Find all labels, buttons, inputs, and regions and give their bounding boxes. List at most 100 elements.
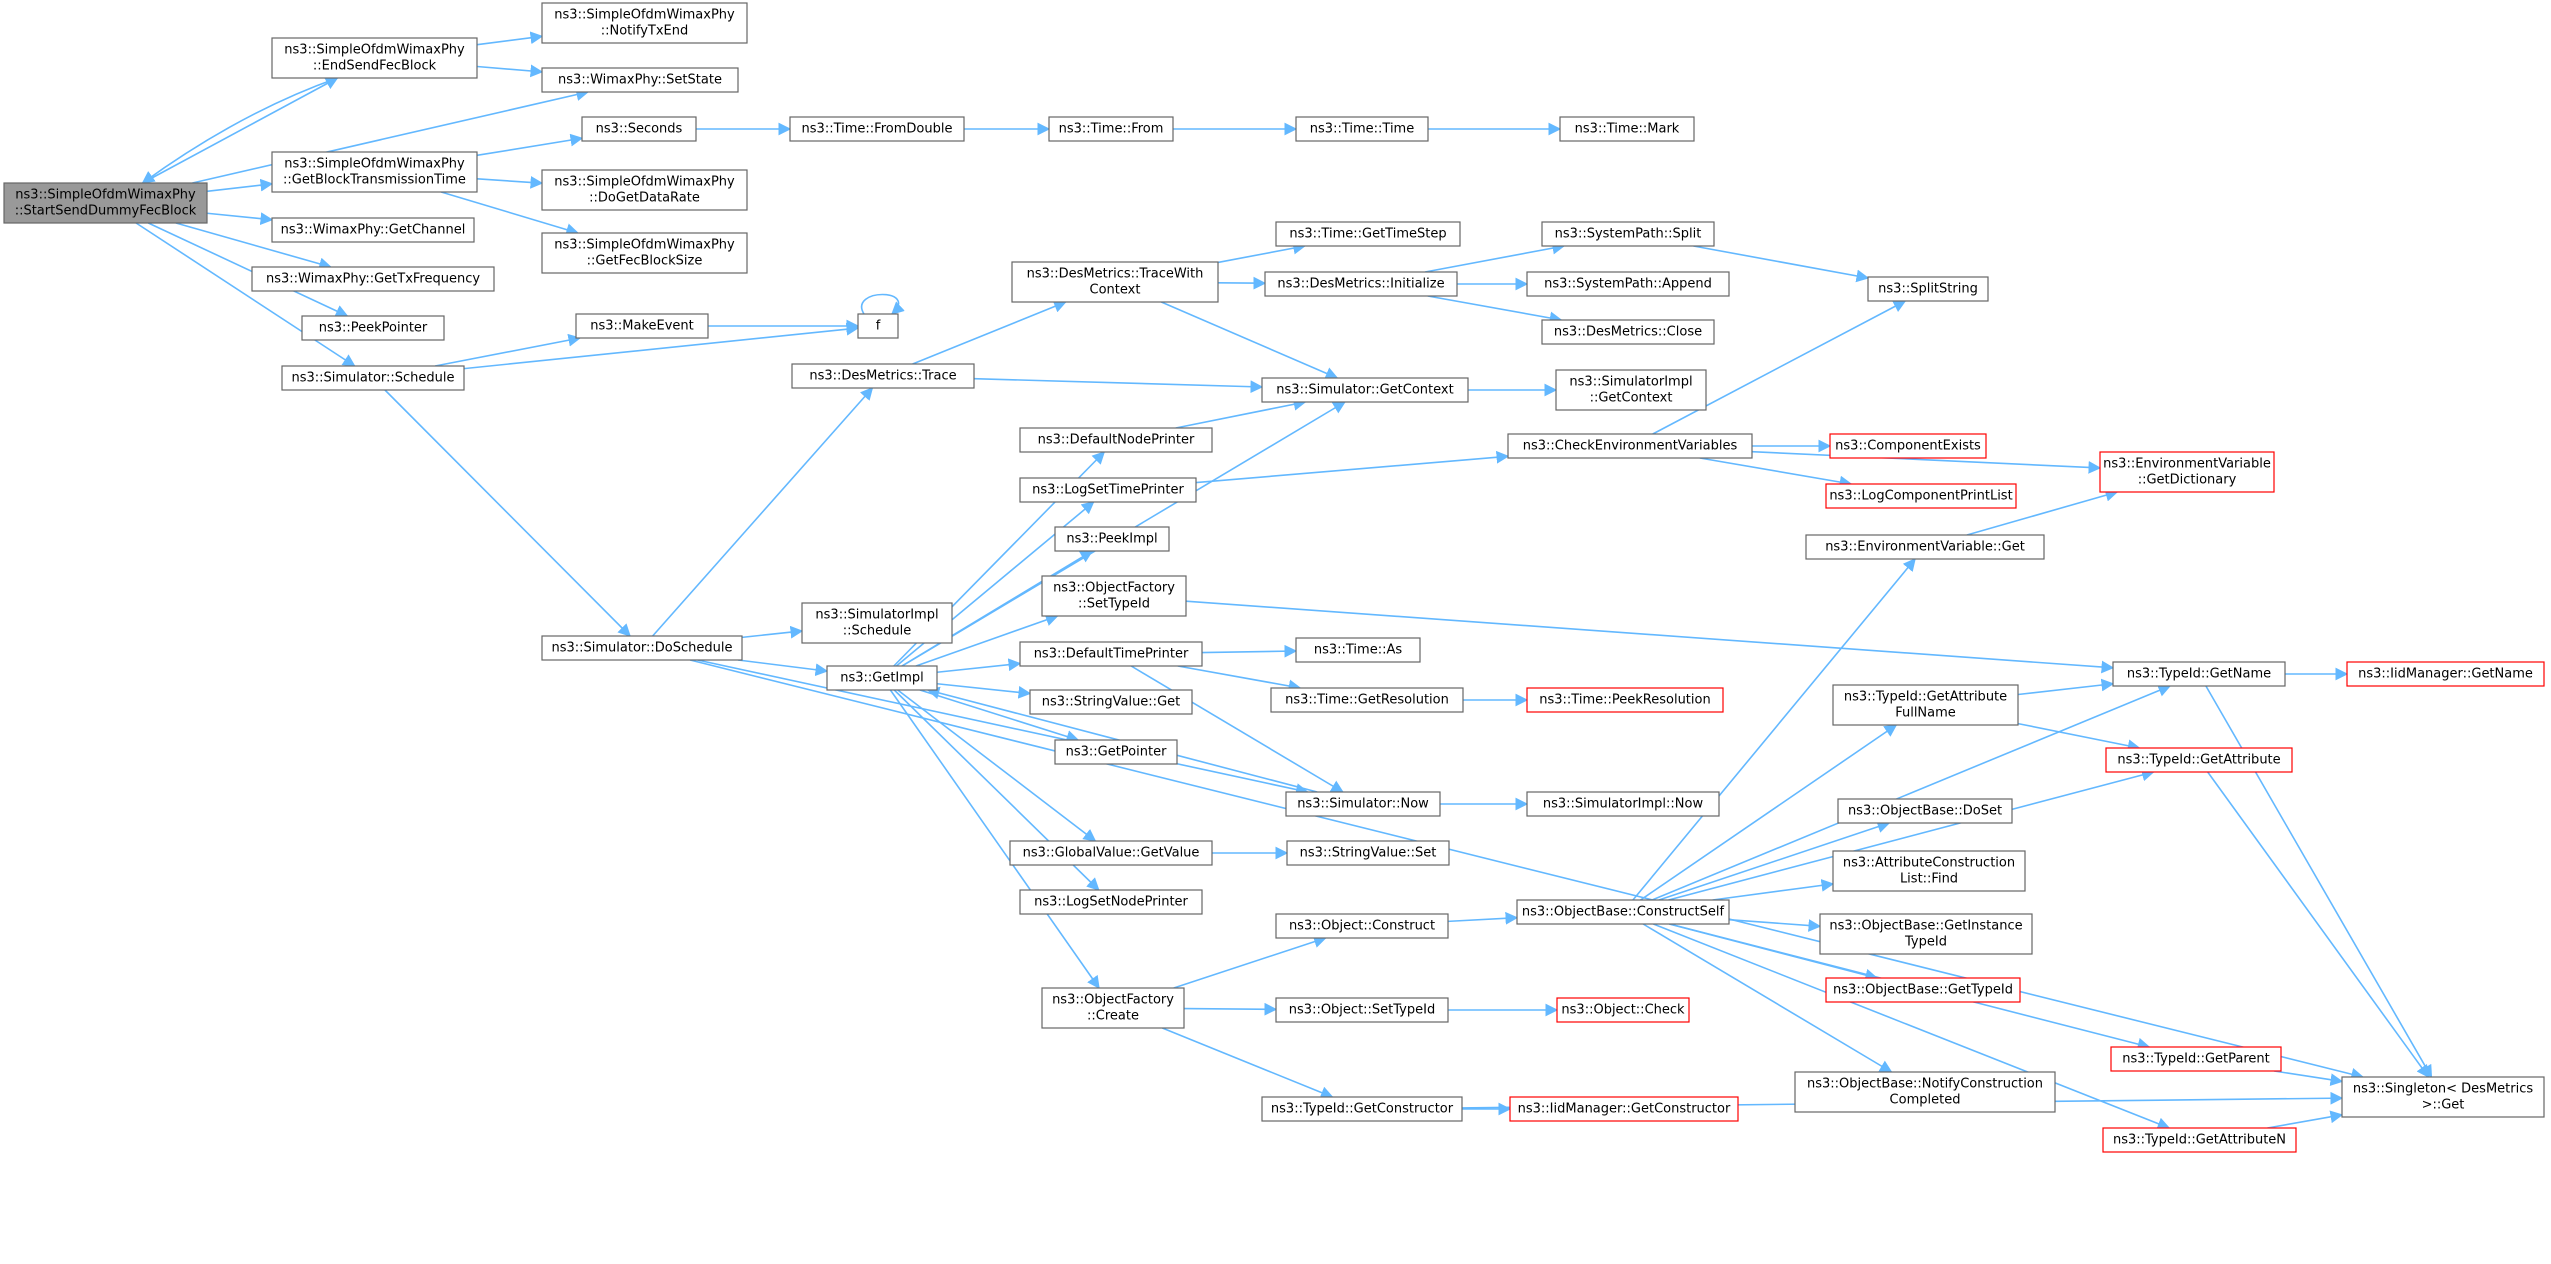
node-logCompPrint[interactable]: ns3::LogComponentPrintList	[1825, 483, 2017, 509]
node-peekPointer[interactable]: ns3::PeekPointer	[301, 315, 445, 341]
node-box	[1041, 987, 1185, 1029]
node-tidGetAttr[interactable]: ns3::TypeId::GetAttribute	[2105, 747, 2293, 773]
node-logSetNodePrinter[interactable]: ns3::LogSetNodePrinter	[1019, 889, 1203, 915]
edge-constructSelf-envGet	[1632, 558, 1916, 901]
node-makeEvent[interactable]: ns3::MakeEvent	[575, 313, 709, 339]
node-from[interactable]: ns3::Time::From	[1048, 116, 1174, 142]
node-initialize[interactable]: ns3::DesMetrics::Initialize	[1264, 271, 1458, 297]
node-getBlockTT[interactable]: ns3::SimpleOfdmWimaxPhy::GetBlockTransmi…	[271, 151, 478, 193]
node-implGetContext[interactable]: ns3::SimulatorImpl::GetContext	[1555, 369, 1707, 411]
node-ofCreate[interactable]: ns3::ObjectFactory::Create	[1041, 987, 1185, 1029]
node-setState[interactable]: ns3::WimaxPhy::SetState	[541, 67, 739, 93]
node-timeAs[interactable]: ns3::Time::As	[1295, 637, 1421, 663]
node-box	[1264, 271, 1458, 297]
node-doSchedule[interactable]: ns3::Simulator::DoSchedule	[541, 635, 743, 661]
node-mark[interactable]: ns3::Time::Mark	[1559, 116, 1695, 142]
node-obDoSet[interactable]: ns3::ObjectBase::DoSet	[1837, 798, 2013, 824]
node-getFecBlockSize[interactable]: ns3::SimpleOfdmWimaxPhy::GetFecBlockSize	[541, 232, 748, 274]
edge-endSend-root	[141, 77, 338, 184]
node-tidGetName[interactable]: ns3::TypeId::GetName	[2112, 661, 2286, 687]
node-svSet[interactable]: ns3::StringValue::Set	[1286, 840, 1450, 866]
edge-doSchedule-simNow	[697, 659, 1309, 796]
node-singletonGet[interactable]: ns3::Singleton< DesMetrics>::Get	[2341, 1076, 2545, 1118]
node-constructSelf[interactable]: ns3::ObjectBase::ConstructSelf	[1516, 899, 1730, 925]
edge-ofSetTypeId-tidGetName	[1185, 600, 2115, 674]
node-implSchedule[interactable]: ns3::SimulatorImpl::Schedule	[801, 602, 953, 644]
node-envGet[interactable]: ns3::EnvironmentVariable::Get	[1805, 534, 2045, 560]
node-timeTime[interactable]: ns3::Time::Time	[1295, 116, 1429, 142]
node-label: ns3::TypeId::GetAttribute	[2117, 753, 2280, 768]
node-getTxFreq[interactable]: ns3::WimaxPhy::GetTxFrequency	[251, 266, 495, 292]
node-iidGetCtor[interactable]: ns3::IidManager::GetConstructor	[1509, 1096, 1739, 1122]
edge-endSend-setState	[476, 64, 544, 78]
node-tidGetCtor[interactable]: ns3::TypeId::GetConstructor	[1261, 1096, 1463, 1122]
node-endSend[interactable]: ns3::SimpleOfdmWimaxPhy::EndSendFecBlock	[271, 37, 478, 79]
node-implNow[interactable]: ns3::SimulatorImpl::Now	[1526, 791, 1720, 817]
node-objSetTypeId[interactable]: ns3::Object::SetTypeId	[1275, 997, 1449, 1023]
node-iidGetName[interactable]: ns3::IidManager::GetName	[2346, 661, 2545, 687]
node-label: ns3::DefaultNodePrinter	[1038, 433, 1195, 448]
node-label: Context	[1090, 283, 1141, 298]
node-box	[1261, 377, 1469, 403]
node-schedule[interactable]: ns3::Simulator::Schedule	[281, 365, 465, 391]
node-label: ::SetTypeId	[1078, 597, 1150, 612]
edge-root-schedule	[135, 222, 356, 367]
node-label: ns3::EnvironmentVariable	[2103, 457, 2271, 472]
node-peekImpl[interactable]: ns3::PeekImpl	[1054, 526, 1170, 552]
node-logSetTimePrinter[interactable]: ns3::LogSetTimePrinter	[1019, 477, 1197, 503]
node-box	[1541, 221, 1715, 247]
node-root[interactable]: ns3::SimpleOfdmWimaxPhy::StartSendDummyF…	[3, 182, 208, 224]
node-gvGetValue[interactable]: ns3::GlobalValue::GetValue	[1009, 840, 1213, 866]
node-getChannel[interactable]: ns3::WimaxPhy::GetChannel	[271, 217, 475, 243]
edge-dmTrace-traceWithCtx	[912, 300, 1067, 365]
node-seconds[interactable]: ns3::Seconds	[581, 116, 697, 142]
node-label: ::NotifyTxEnd	[601, 24, 689, 39]
node-box	[1295, 116, 1429, 142]
node-f[interactable]: f	[857, 313, 899, 339]
edge-root-peekPointer	[147, 222, 349, 317]
node-tidGetAttrN[interactable]: ns3::TypeId::GetAttributeN	[2102, 1127, 2297, 1153]
node-objConstruct[interactable]: ns3::Object::Construct	[1275, 913, 1449, 939]
node-stringValueGet[interactable]: ns3::StringValue::Get	[1029, 689, 1193, 715]
node-objCheck[interactable]: ns3::Object::Check	[1556, 997, 1690, 1023]
node-label: ns3::TypeId::GetConstructor	[1271, 1102, 1454, 1117]
node-label: ns3::ObjectFactory	[1052, 993, 1174, 1008]
node-spSplit[interactable]: ns3::SystemPath::Split	[1541, 221, 1715, 247]
node-compExists[interactable]: ns3::ComponentExists	[1829, 433, 1987, 459]
node-ofSetTypeId[interactable]: ns3::ObjectFactory::SetTypeId	[1041, 575, 1187, 617]
edge-defTimePrinter-simNow	[1130, 665, 1344, 793]
node-peekResolution[interactable]: ns3::Time::PeekResolution	[1526, 687, 1724, 713]
node-label: List::Find	[1900, 872, 1958, 887]
node-notifyTx[interactable]: ns3::SimpleOfdmWimaxPhy::NotifyTxEnd	[541, 2, 748, 44]
node-box	[1516, 899, 1730, 925]
node-getImpl[interactable]: ns3::GetImpl	[826, 665, 938, 691]
node-obNotify[interactable]: ns3::ObjectBase::NotifyConstructionCompl…	[1794, 1071, 2056, 1113]
node-simGetContext[interactable]: ns3::Simulator::GetContext	[1261, 377, 1469, 403]
node-getTimeStep[interactable]: ns3::Time::GetTimeStep	[1275, 221, 1461, 247]
node-dmTrace[interactable]: ns3::DesMetrics::Trace	[791, 363, 975, 389]
node-checkEnv[interactable]: ns3::CheckEnvironmentVariables	[1507, 433, 1753, 459]
node-label: ns3::StringValue::Get	[1042, 695, 1180, 710]
node-label: ns3::DesMetrics::Initialize	[1277, 277, 1444, 292]
node-box	[1837, 798, 2013, 824]
node-spAppend[interactable]: ns3::SystemPath::Append	[1526, 271, 1730, 297]
node-simNow[interactable]: ns3::Simulator::Now	[1285, 791, 1441, 817]
node-doGetDataRate[interactable]: ns3::SimpleOfdmWimaxPhy::DoGetDataRate	[541, 169, 748, 211]
edge-defNodePrinter-simGetContext	[1175, 397, 1307, 429]
node-dmClose[interactable]: ns3::DesMetrics::Close	[1541, 319, 1715, 345]
node-splitString[interactable]: ns3::SplitString	[1867, 276, 1989, 302]
node-obGetTid[interactable]: ns3::ObjectBase::GetTypeId	[1825, 977, 2021, 1003]
node-defTimePrinter[interactable]: ns3::DefaultTimePrinter	[1019, 641, 1203, 667]
node-fromDouble[interactable]: ns3::Time::FromDouble	[789, 116, 965, 142]
node-getPointer[interactable]: ns3::GetPointer	[1054, 739, 1178, 765]
node-envGetDict[interactable]: ns3::EnvironmentVariable::GetDictionary	[2099, 451, 2275, 493]
node-box	[1829, 433, 1987, 459]
node-label: ns3::ObjectBase::NotifyConstruction	[1807, 1077, 2043, 1092]
node-tidGetParent[interactable]: ns3::TypeId::GetParent	[2110, 1046, 2282, 1072]
node-getResolution[interactable]: ns3::Time::GetResolution	[1270, 687, 1464, 713]
node-defNodePrinter[interactable]: ns3::DefaultNodePrinter	[1019, 427, 1213, 453]
